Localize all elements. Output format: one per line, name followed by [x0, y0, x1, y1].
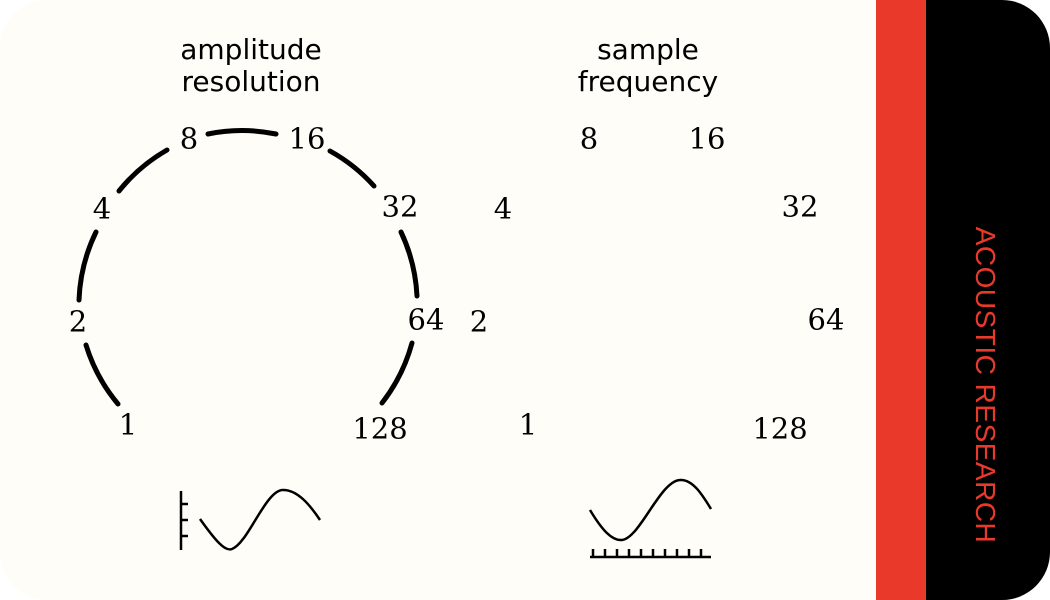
- brand-stripe: [876, 0, 926, 600]
- amplitude-setting-8[interactable]: 8: [179, 121, 199, 156]
- sample-frequency-title: sample frequency: [528, 34, 768, 98]
- amplitude-title-line2: resolution: [181, 65, 321, 98]
- amplitude-setting-128[interactable]: 128: [352, 411, 408, 446]
- sample-setting-2[interactable]: 2: [469, 304, 489, 339]
- amplitude-setting-64[interactable]: 64: [407, 302, 445, 337]
- sample-title-line1: sample: [597, 33, 699, 66]
- amplitude-setting-1[interactable]: 1: [118, 407, 138, 442]
- sample-setting-64[interactable]: 64: [807, 302, 845, 337]
- sample-setting-128[interactable]: 128: [752, 411, 808, 446]
- amplitude-resolution-title: amplitude resolution: [131, 34, 371, 98]
- amplitude-title-line1: amplitude: [180, 33, 322, 66]
- brand-band: [926, 0, 1050, 600]
- amplitude-setting-2[interactable]: 2: [68, 304, 88, 339]
- sample-setting-1[interactable]: 1: [518, 407, 538, 442]
- sample-setting-32[interactable]: 32: [781, 189, 819, 224]
- sample-title-line2: frequency: [577, 65, 719, 98]
- amplitude-setting-16[interactable]: 16: [288, 121, 326, 156]
- amplitude-setting-32[interactable]: 32: [381, 189, 419, 224]
- amplitude-setting-4[interactable]: 4: [92, 191, 112, 226]
- sample-setting-4[interactable]: 4: [493, 191, 513, 226]
- sample-setting-16[interactable]: 16: [688, 121, 726, 156]
- sample-setting-8[interactable]: 8: [579, 121, 599, 156]
